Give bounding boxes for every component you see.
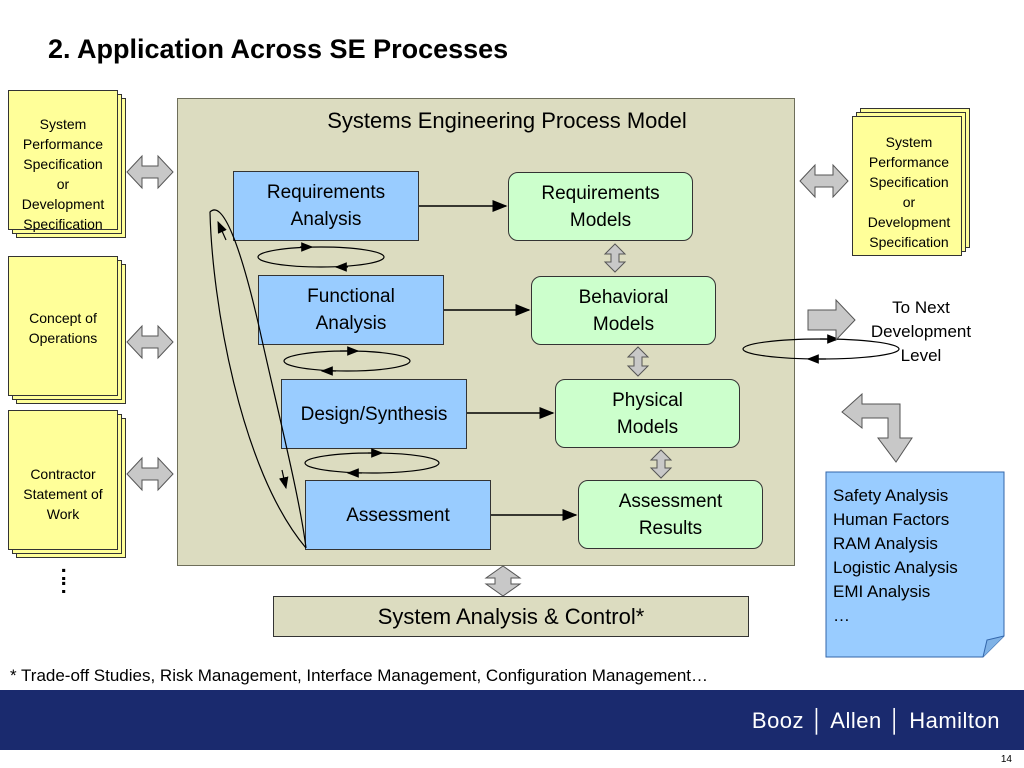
- brand-logo: Booz │ Allen │ Hamilton: [751, 708, 1000, 733]
- requirements-analysis-box: Requirements Analysis: [233, 171, 419, 241]
- input-arrow-3: [126, 456, 174, 492]
- assessment-results-box: Assessment Results: [578, 480, 763, 549]
- to-next-level-label: To Next Development Level: [870, 298, 972, 365]
- input-doc-performance-spec-label: System Performance Specification or Deve…: [21, 116, 105, 232]
- process-model-title: Systems Engineering Process Model: [327, 108, 687, 133]
- bent-arrow-to-analyses: [841, 392, 913, 463]
- to-next-level-arrow: [807, 298, 856, 342]
- input-arrow-1: [126, 154, 174, 190]
- input-doc-concept-of-operations-label: Concept of Operations: [28, 310, 98, 346]
- requirements-models-box: Requirements Models: [508, 172, 693, 241]
- input-doc-performance-spec: System Performance Specification or Deve…: [8, 90, 126, 238]
- functional-analysis-box: Functional Analysis: [258, 275, 444, 345]
- input-doc-statement-of-work-label: Contractor Statement of Work: [23, 466, 103, 522]
- slide-title: 2. Application Across SE Processes: [48, 34, 509, 64]
- footnote: * Trade-off Studies, Risk Management, In…: [10, 666, 709, 685]
- input-arrow-2: [126, 324, 174, 360]
- more-inputs-ellipsis: : :: [60, 560, 68, 598]
- input-doc-statement-of-work: Contractor Statement of Work: [8, 410, 126, 558]
- output-arrow: [799, 163, 849, 199]
- page-number: 14: [1000, 754, 1012, 765]
- assessment-box: Assessment: [305, 480, 491, 550]
- output-doc-performance-spec: System Performance Specification or Deve…: [852, 108, 970, 256]
- model-sac-arrow: [484, 565, 522, 597]
- output-doc-performance-spec-label: System Performance Specification or Deve…: [867, 134, 951, 250]
- footer-bar: [0, 690, 1024, 750]
- physical-models-box: Physical Models: [555, 379, 740, 448]
- design-synthesis-box: Design/Synthesis: [281, 379, 467, 449]
- specialty-analyses-list: Safety Analysis Human Factors RAM Analys…: [833, 486, 958, 625]
- system-analysis-control-box: System Analysis & Control*: [273, 596, 749, 637]
- input-doc-concept-of-operations: Concept of Operations: [8, 256, 126, 404]
- behavioral-models-box: Behavioral Models: [531, 276, 716, 345]
